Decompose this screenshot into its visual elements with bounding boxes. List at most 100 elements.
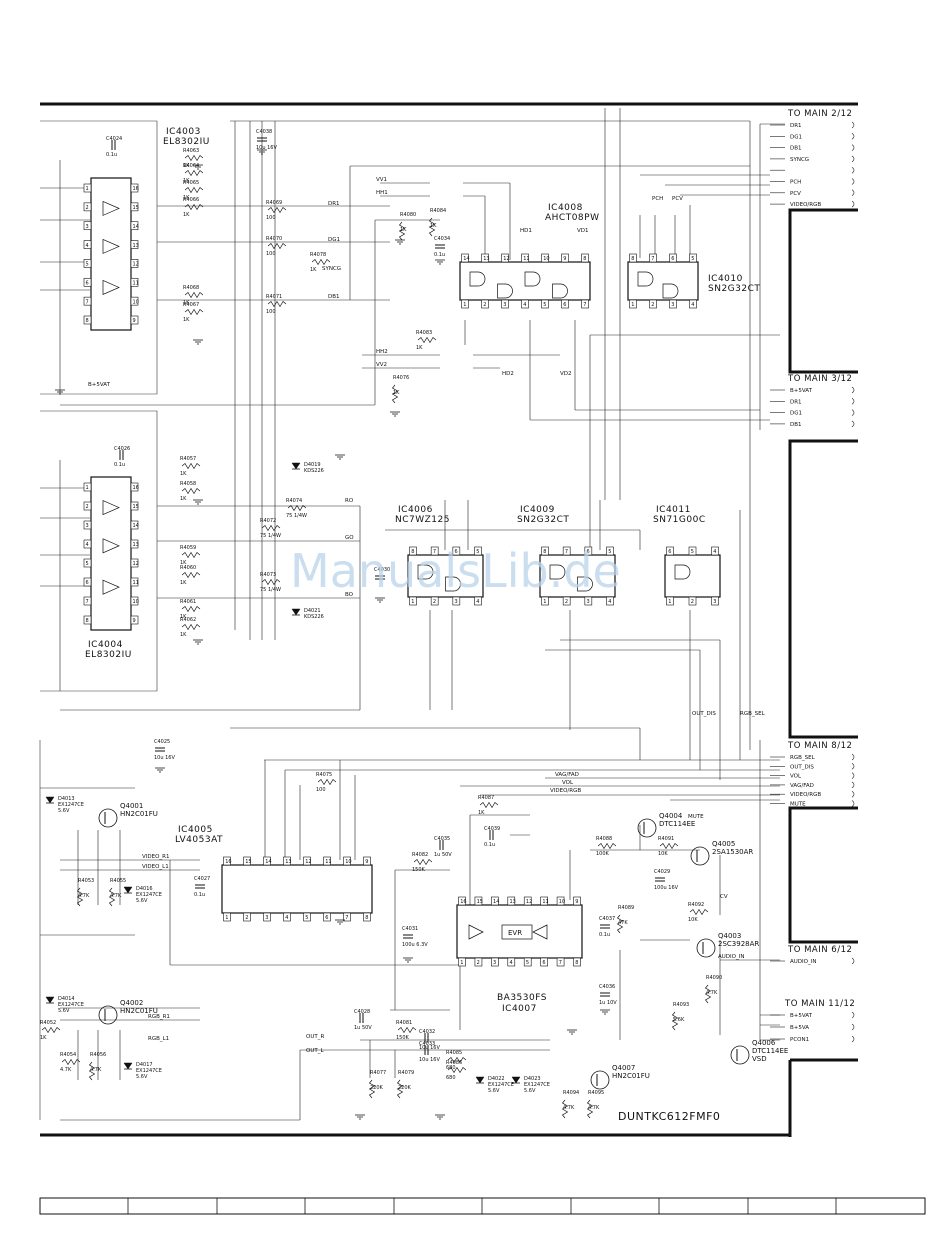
resistor-symbol [397, 1026, 417, 1034]
ic-pin [649, 253, 657, 263]
ic-pin [523, 957, 532, 967]
ic-pin [629, 299, 637, 309]
diode-part: EX1247CE [136, 892, 162, 898]
ground-symbol [355, 1114, 365, 1120]
diode-symbol [45, 796, 55, 804]
resistor-symbol [181, 551, 201, 559]
resistor-value: 1K [430, 223, 437, 229]
resistor-symbol [391, 384, 399, 404]
connector-pin-label: AUDIO_IN [790, 959, 816, 965]
ic-pin-number: 13 [483, 256, 489, 262]
ic-pin [130, 277, 139, 287]
logic-gate-symbol [577, 576, 593, 592]
capacitor-ref: C4034 [434, 236, 450, 242]
resistor-ref: R4084 [430, 208, 446, 214]
ic-pin [474, 957, 483, 967]
ic-pin [130, 577, 139, 587]
resistor-value: 220K [370, 1085, 384, 1091]
connector-pin-label: DG1 [790, 411, 802, 417]
ic-pin-number: 2 [565, 599, 568, 605]
ic-pin [83, 501, 92, 511]
resistor-ref: R4069 [266, 200, 282, 206]
ic-pin-number: 5 [305, 915, 308, 921]
ic-pin-number: 5 [691, 549, 694, 555]
ic-pin-number: 15 [133, 504, 139, 510]
ic-pin-number: 4 [691, 302, 694, 308]
signal-bo: BO [345, 592, 354, 598]
transistor-ref: Q4001 [120, 802, 143, 810]
ic-pin-number: 9 [365, 859, 368, 865]
ic-pin-number: 10 [133, 599, 139, 605]
ic-pin [130, 296, 139, 306]
diode-ref: D4017 [136, 1062, 153, 1068]
transistor-symbol [98, 1005, 118, 1025]
ic-pin-number: 3 [455, 599, 458, 605]
connector-pin-label: VIDEO/RGB [790, 792, 821, 798]
ic-pin-number: 12 [503, 256, 509, 262]
ic-pin [409, 596, 417, 606]
ic-pin-number: 4 [713, 549, 716, 555]
resistor-ref: R4070 [266, 236, 282, 242]
ic-pin-number: 12 [133, 262, 139, 268]
diode-part: KDS226 [304, 614, 324, 620]
resistor-ref: R4083 [416, 330, 432, 336]
resistor-value: 1K [478, 810, 485, 816]
resistor-symbol [184, 169, 204, 177]
ic-body [407, 554, 484, 598]
diode-ref: D4022 [488, 1076, 505, 1082]
ic-pin-number: 8 [86, 618, 89, 624]
ic-pin [130, 202, 139, 212]
ic-pin [629, 253, 637, 263]
ic-pin [573, 957, 581, 967]
title-block-cells [127, 1198, 837, 1214]
resistor-ref: R4056 [90, 1052, 106, 1058]
diode-symbol [511, 1076, 521, 1084]
ic-pin-number: 8 [631, 256, 634, 262]
ic-pin [130, 520, 139, 530]
ic-pin-number: 2 [483, 302, 486, 308]
ic-body [456, 904, 583, 959]
ic-pin-number: 14 [133, 523, 139, 529]
ic-pin [521, 253, 529, 263]
ic-pin-number: 9 [133, 318, 136, 324]
connector-pin-label: DR1 [790, 123, 802, 129]
ic-pin-number: 7 [86, 299, 89, 305]
resistor-value: 1K [180, 632, 187, 638]
ic-pin [363, 912, 371, 922]
ic-ref: IC4006 [398, 505, 433, 515]
ic-pin-number: 8 [543, 549, 546, 555]
ic-pin-number: 4 [86, 243, 89, 249]
resistor-ref: R4071 [266, 294, 282, 300]
ic-pin-number: 7 [651, 256, 654, 262]
ic-pin-number: 4 [608, 599, 611, 605]
connector-pin-mark [851, 772, 855, 779]
resistor-symbol [108, 887, 116, 907]
logic-gate-symbol [549, 564, 566, 580]
resistor-symbol [704, 984, 712, 1004]
resistor-ref: R4079 [398, 1070, 414, 1076]
ic-pin-number: 5 [86, 561, 89, 567]
connector-pin-label: OUT_DIS [790, 764, 814, 770]
ic-pin-number: 6 [325, 915, 328, 921]
ic-part: LV4053AT [175, 835, 223, 845]
transistor-ref: Q4005 [712, 840, 735, 848]
ground-symbol [435, 1114, 445, 1120]
signal-bplus5vat: B+5VAT [88, 382, 111, 388]
capacitor-value: 100u 6.3V [402, 942, 428, 948]
connector-pin-mark [851, 121, 855, 129]
transistor-ref: Q4004 [659, 812, 683, 820]
signal-dr1: DR1 [328, 201, 340, 207]
diode-value: 5.6V [488, 1088, 500, 1094]
signal-labels: VV1HH1HH2VV2B+5VATDR1DG1DB1SYNCGROGOBOVO… [88, 177, 766, 1054]
resistor-symbol [267, 242, 287, 250]
connector-pin-label: PCV [790, 191, 801, 197]
ic-ref: IC4009 [520, 505, 555, 515]
diode-ref: D4023 [524, 1076, 541, 1082]
resistor-value: 680 [446, 1075, 456, 1081]
op-amp-symbol [102, 500, 120, 516]
